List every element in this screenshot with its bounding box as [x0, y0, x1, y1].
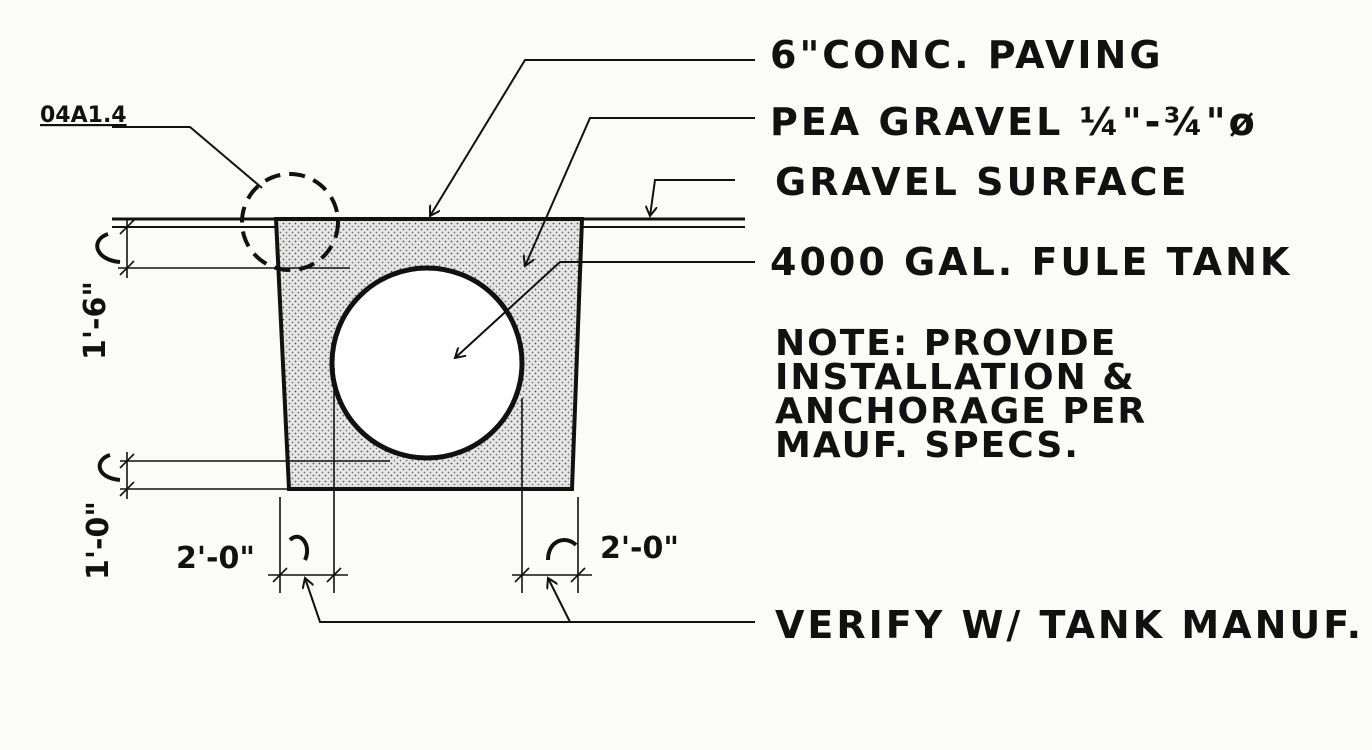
verify-label: VERIFY W/ TANK MANUF.	[775, 603, 1364, 647]
pea-gravel-leader	[525, 117, 755, 266]
detail-ref-leader	[112, 126, 263, 189]
tank-leader	[455, 261, 755, 358]
gravel-surface-leader	[650, 179, 735, 216]
right-side-dimension: 2'-0"	[600, 531, 679, 566]
pea-gravel-label: PEA GRAVEL ¼"-¾"ø	[770, 100, 1258, 144]
gravel-surface-label: GRAVEL SURFACE	[775, 160, 1189, 204]
leader-lines	[112, 59, 755, 623]
bottom-bed-dimension: 1'-0"	[81, 501, 116, 580]
tank-label: 4000 GAL. FULE TANK	[770, 240, 1292, 284]
left-side-dimension: 2'-0"	[176, 541, 255, 576]
verify-leader-right	[548, 578, 571, 623]
paving-leader	[430, 59, 755, 216]
top-cover-dimension: 1'-6"	[78, 281, 113, 360]
note-line-3: ANCHORAGE PER	[775, 391, 1147, 432]
note-line-4: MAUF. SPECS.	[775, 425, 1080, 466]
note-line-1: NOTE: PROVIDE	[775, 323, 1117, 364]
dimension-lines	[118, 218, 592, 593]
note-line-2: INSTALLATION &	[775, 357, 1136, 398]
detail-reference-label: 04A1.4	[40, 103, 127, 128]
dimension-hooks	[95, 232, 578, 561]
fuel-tank	[329, 265, 525, 461]
detail-reference-circle	[240, 172, 340, 272]
verify-leader-left	[305, 578, 755, 623]
paving-label: 6"CONC. PAVING	[770, 33, 1164, 77]
